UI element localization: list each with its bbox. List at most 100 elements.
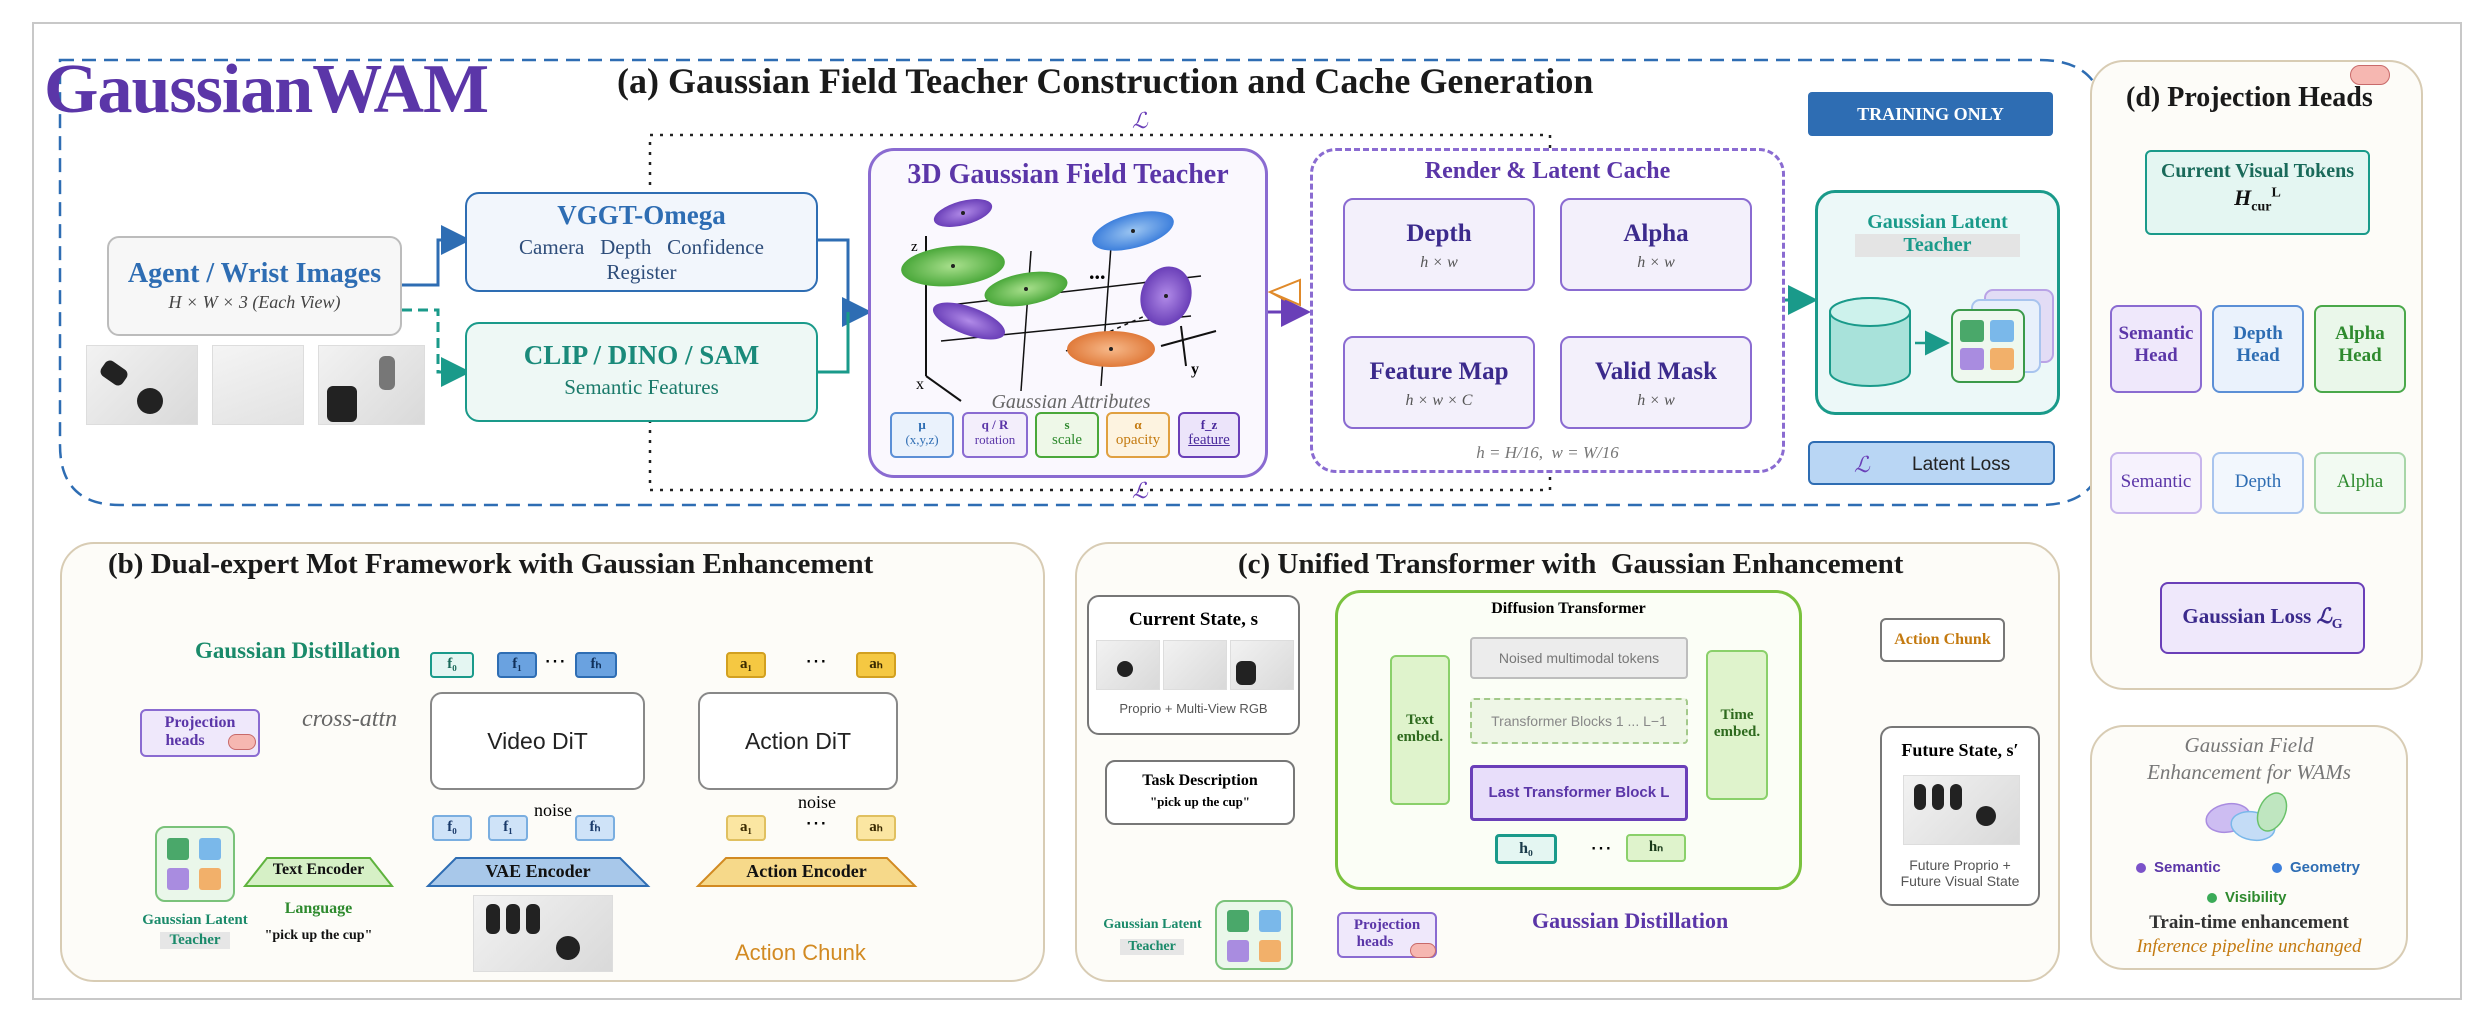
latent-teacher-a-line2: Teacher <box>1855 234 2020 257</box>
token-h0: h₀ <box>1495 834 1557 864</box>
attr-opacity-sym: α <box>1134 417 1142 432</box>
training-only-badge: TRAINING ONLY <box>1808 92 2053 136</box>
time-embed-line1: Time <box>1720 707 1754 723</box>
cross-attn-label: cross-attn <box>302 706 398 732</box>
token-ah-top: aₕ <box>856 652 896 678</box>
brand-title: GaussianWAM <box>44 51 489 128</box>
latent-teacher-box-a: Gaussian Latent Teacher <box>1815 190 2060 415</box>
agent-image-3 <box>318 345 425 425</box>
latent-loss-label: Latent Loss <box>1912 454 2011 475</box>
cache-alpha-title: Alpha <box>1623 220 1689 247</box>
token-fh-top: fₕ <box>575 652 617 678</box>
agent-image-2 <box>212 345 304 425</box>
time-embed-line2: embed. <box>1713 724 1761 740</box>
vae-encoder-label: VAE Encoder <box>485 861 591 881</box>
task-prompt: "pick up the cup" <box>1149 794 1251 809</box>
token-ah-bottom: aₕ <box>856 815 896 841</box>
cache-feature-map: Feature Map h × w × C <box>1343 336 1535 429</box>
legend-title-line2: Enhancement for WAMs <box>2147 760 2351 784</box>
cloud-icon <box>228 734 256 750</box>
latent-teacher-icon-b <box>155 826 235 902</box>
token-f1-bottom: f₁ <box>488 815 528 841</box>
loss-loop-bottom <box>648 420 1552 492</box>
loss-symbol-bottom: ℒ <box>1132 478 1148 503</box>
vggt-title: VGGT-Omega <box>557 200 726 230</box>
last-block-label: Last Transformer Block L <box>1488 784 1670 801</box>
action-chunk-box-c: Action Chunk <box>1880 618 2005 662</box>
cloud-icon-d <box>2350 65 2390 85</box>
render-cache-title: Render & Latent Cache <box>1424 158 1671 184</box>
noised-tokens-label: Noised multimodal tokens <box>1498 650 1660 666</box>
render-latent-cache-box <box>1310 148 1785 473</box>
alpha-output-label: Alpha <box>2336 471 2384 492</box>
current-visual-tokens-box: Current Visual Tokens HcurL <box>2145 150 2370 235</box>
noise-label-2: noise <box>798 792 836 812</box>
panel-c-proj-line1: Projection <box>1353 917 1421 933</box>
text-embed-box: Text embed. <box>1390 655 1450 805</box>
diffusion-title: Diffusion Transformer <box>1491 600 1646 617</box>
cache-feature-title: Feature Map <box>1369 358 1509 385</box>
current-tokens-sup: L <box>2271 185 2281 201</box>
current-state-title: Current State, s <box>1129 609 1258 630</box>
current-state-caption: Proprio + Multi-View RGB <box>1119 701 1268 716</box>
gaussian-ellipsoids <box>901 199 1217 402</box>
alpha-output: Alpha <box>2314 452 2406 514</box>
legend-inference: Inference pipeline unchanged <box>2136 936 2362 957</box>
legend-title-line1: Gaussian Field <box>2184 733 2314 757</box>
attr-rot-sym: q / R <box>981 417 1009 432</box>
latent-loss-symbol: ℒ <box>1854 452 1870 477</box>
semantic-output-label: Semantic <box>2120 471 2192 492</box>
attr-mu: μ (x,y,z) <box>890 412 954 458</box>
panel-c-title: (c) Unified Transformer with Gaussian En… <box>1238 548 1904 580</box>
text-encoder-label: Text Encoder <box>272 861 365 878</box>
cloud-icon-c <box>1410 943 1436 958</box>
attr-feature-label: feature <box>1188 432 1230 448</box>
cache-depth-dims: h × w <box>1420 254 1458 271</box>
token-hn: hₙ <box>1626 834 1686 862</box>
future-state-line1: Future Proprio + <box>1909 857 2011 873</box>
cache-alpha-dims: h × w <box>1637 254 1675 271</box>
legend-visibility: Visibility <box>2225 889 2287 906</box>
clip-title: CLIP / DINO / SAM <box>523 340 760 370</box>
latent-teacher-a-line1: Gaussian Latent <box>1867 211 2008 233</box>
token-f1-top: f₁ <box>497 652 537 678</box>
token-a1-bottom: a₁ <box>726 815 766 841</box>
cache-mask-dims: h × w <box>1637 392 1675 409</box>
attr-scale-sym: s <box>1064 417 1070 432</box>
axis-x-label: x <box>916 376 924 393</box>
future-state-title: Future State, s′ <box>1901 740 2019 760</box>
gaussian-attributes-title: Gaussian Attributes <box>991 391 1151 413</box>
cache-alpha: Alpha h × w <box>1560 198 1752 291</box>
latent-teacher-c-line2: Teacher <box>1120 939 1184 955</box>
training-only-label: TRAINING ONLY <box>1857 104 2004 124</box>
alpha-head: Alpha Head <box>2314 305 2406 393</box>
action-dit-label: Action DiT <box>744 728 852 754</box>
video-dit-label: Video DiT <box>487 728 588 754</box>
token-a-dots-bottom: ⋯ <box>805 810 827 835</box>
semantic-output: Semantic <box>2110 452 2202 514</box>
task-description-box: Task Description "pick up the cup" <box>1105 760 1295 825</box>
agent-wrist-box: Agent / Wrist Images H × W × 3 (Each Vie… <box>107 236 402 336</box>
panel-d-title: (d) Projection Heads <box>2126 82 2373 113</box>
legend-panel <box>2090 725 2408 970</box>
alpha-head-line1: Alpha <box>2335 323 2385 344</box>
current-state-img-3 <box>1230 640 1294 690</box>
panel-a-title: (a) Gaussian Field Teacher Construction … <box>617 61 1594 101</box>
axis-z-label: z <box>911 239 918 255</box>
cache-depth-title: Depth <box>1406 220 1472 247</box>
token-fh-bottom: fₕ <box>575 815 615 841</box>
last-transformer-block: Last Transformer Block L <box>1470 765 1688 821</box>
attr-mu-sym: μ <box>918 417 926 432</box>
token-h-dots: ⋯ <box>1590 835 1612 860</box>
action-chunk-c-label: Action Chunk <box>1894 631 1991 648</box>
alpha-head-line2: Head <box>2338 345 2382 366</box>
panel-c-gaussian-distillation: Gaussian Distillation <box>1532 908 1729 933</box>
language-label: Language <box>284 900 353 917</box>
vggt-omega-box: VGGT-Omega Camera Depth Confidence Regis… <box>465 192 818 292</box>
depth-head-line2: Head <box>2236 345 2280 366</box>
noise-label-1: noise <box>534 800 572 820</box>
cache-feature-dims: h × w × C <box>1405 392 1473 409</box>
vggt-line1: Camera Depth Confidence <box>519 235 764 259</box>
gaussian-teacher-title: 3D Gaussian Field Teacher <box>907 159 1229 190</box>
attr-opacity: α opacity <box>1106 412 1170 458</box>
